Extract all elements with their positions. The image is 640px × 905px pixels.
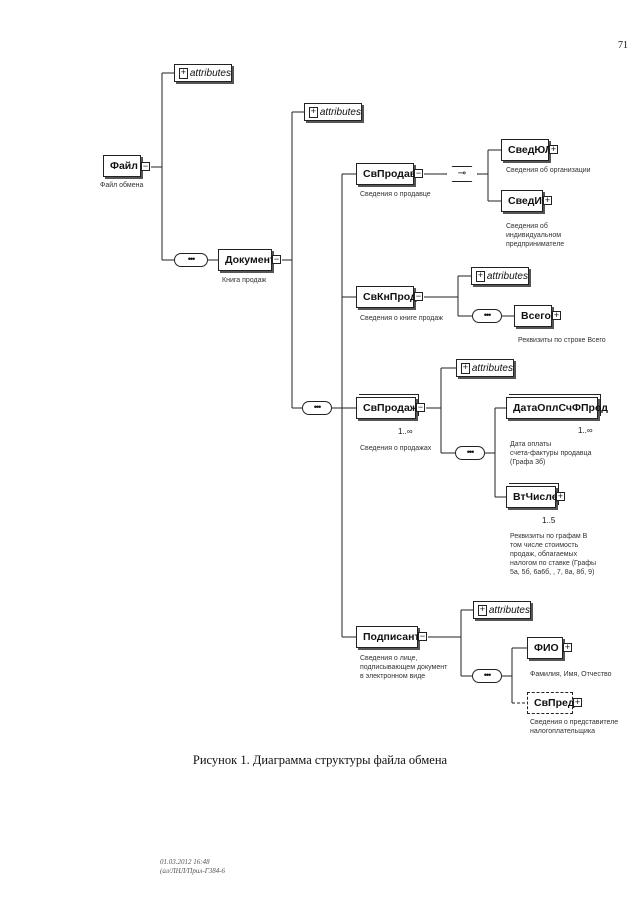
attributes-fayl[interactable]: +attributes: [174, 64, 232, 82]
sequence-svkniprod: •••: [472, 309, 502, 323]
node-podpisant-desc: Сведения о лице, подписывающем документ …: [360, 654, 447, 681]
node-svpred[interactable]: СвПред: [527, 692, 575, 714]
node-dokument-label: Документ: [225, 254, 276, 266]
node-dataopl-label: ДатаОплСчФПрод: [513, 402, 608, 414]
expand-icon[interactable]: +: [179, 66, 188, 79]
node-podpisant[interactable]: Подписант: [356, 626, 420, 648]
footer-line: 01.03.2012 16:48: [160, 858, 210, 866]
expand-icon[interactable]: +: [461, 361, 470, 374]
node-svprodazh[interactable]: СвПродаж: [356, 394, 419, 419]
node-vsego[interactable]: Всего: [514, 305, 552, 327]
node-svprodazh-mult: 1..∞: [398, 427, 413, 436]
desc-line: индивидуальном: [506, 232, 562, 239]
page-number: 71: [618, 40, 628, 51]
node-dataopl-desc: Дата оплаты счета-фактуры продавца (Граф…: [510, 440, 591, 467]
node-svprodav[interactable]: СвПродав: [356, 163, 417, 185]
expand-icon[interactable]: +: [309, 105, 318, 118]
node-svkniprod[interactable]: СвКнПрод: [356, 286, 417, 308]
attributes-label: attributes: [486, 270, 528, 282]
desc-line: налогом по ставке (Графы: [510, 560, 597, 567]
attributes-label: attributes: [189, 67, 231, 79]
desc-line: Сведения об: [506, 223, 548, 230]
collapse-toggle-icon[interactable]: −: [418, 631, 427, 641]
collapse-toggle-icon[interactable]: −: [414, 291, 423, 301]
node-svkniprod-label: СвКнПрод: [363, 291, 417, 303]
attributes-label: attributes: [319, 106, 361, 118]
node-svprodav-desc: Сведения о продавце: [360, 191, 431, 198]
node-fio-label: ФИО: [534, 642, 559, 654]
desc-line: счета-фактуры продавца: [510, 450, 592, 457]
node-vtchisle[interactable]: ВтЧисле: [506, 483, 559, 508]
attributes-dokument[interactable]: +attributes: [304, 103, 362, 121]
desc-line: (Графа 3б): [510, 459, 546, 466]
node-vsego-label: Всего: [521, 310, 551, 322]
node-fayl-desc: Файл обмена: [100, 182, 144, 189]
node-svprodav-label: СвПродав: [363, 168, 417, 180]
figure-caption: Рисунок 1. Диаграмма структуры файла обм…: [192, 753, 448, 767]
sequence-podpisant: •••: [472, 669, 502, 683]
collapse-toggle-icon[interactable]: −: [141, 161, 150, 171]
desc-line: в электронном виде: [360, 673, 426, 680]
expand-toggle-icon[interactable]: +: [563, 642, 572, 652]
node-svedyul-desc: Сведения об организации: [506, 167, 591, 174]
desc-line: предпринимателе: [506, 241, 565, 248]
expand-toggle-icon[interactable]: +: [573, 697, 582, 707]
expand-toggle-icon[interactable]: +: [556, 491, 565, 501]
node-vtchisle-desc: Реквизиты по графам В том числе стоимост…: [510, 532, 596, 577]
footer-line: (ал/ЛНЛ/Прил-Г384-6: [160, 867, 226, 875]
desc-line: продаж, облагаемых: [510, 551, 578, 558]
node-fayl[interactable]: Файл: [103, 155, 141, 177]
sequence-svprodazh: •••: [455, 446, 485, 460]
attributes-podpisant[interactable]: +attributes: [473, 601, 531, 619]
collapse-toggle-icon[interactable]: −: [272, 254, 281, 264]
desc-line: 5а, 5б, 6а6б, , 7, 8а, 8б, 9): [510, 569, 595, 576]
expand-toggle-icon[interactable]: +: [543, 195, 552, 205]
collapse-toggle-icon[interactable]: −: [416, 402, 425, 412]
desc-line: Реквизиты по графам В: [510, 533, 588, 540]
node-svedip[interactable]: СведИП: [501, 190, 550, 212]
node-vtchisle-label: ВтЧисле: [513, 491, 558, 503]
expand-icon[interactable]: +: [476, 269, 485, 282]
node-svpred-desc: Сведения о представителе налогоплательщи…: [530, 718, 618, 736]
attributes-svkniprod[interactable]: +attributes: [471, 267, 529, 285]
expand-toggle-icon[interactable]: +: [552, 310, 561, 320]
node-svedip-label: СведИП: [508, 195, 550, 207]
node-fayl-label: Файл: [110, 160, 138, 172]
node-vsego-desc: Реквизиты по строке Всего: [518, 337, 606, 344]
desc-line: Сведения о представителе: [530, 719, 619, 726]
node-dataopl-mult: 1..∞: [578, 426, 593, 435]
page-footer: 01.03.2012 16:48 (ал/ЛНЛ/Прил-Г384-6: [160, 858, 225, 876]
desc-line: подписывающем документ: [360, 664, 448, 671]
attributes-svprodazh[interactable]: +attributes: [456, 359, 514, 377]
node-dataopl[interactable]: ДатаОплСчФПрод: [506, 394, 608, 419]
node-dokument[interactable]: Документ: [218, 249, 276, 271]
node-svprodazh-label: СвПродаж: [363, 402, 418, 414]
attributes-label: attributes: [488, 604, 530, 616]
desc-line: Сведения о лице,: [360, 655, 418, 662]
node-vtchisle-mult: 1..5: [542, 516, 556, 525]
expand-icon[interactable]: +: [478, 603, 487, 616]
collapse-toggle-icon[interactable]: −: [414, 168, 423, 178]
desc-line: том числе стоимость: [510, 542, 579, 549]
node-dokument-desc: Книга продаж: [222, 277, 267, 284]
node-svedyul[interactable]: СведЮЛ: [501, 139, 553, 161]
node-podpisant-label: Подписант: [363, 631, 420, 643]
node-svedip-desc: Сведения об индивидуальном предпринимате…: [506, 222, 564, 249]
node-fio[interactable]: ФИО: [527, 637, 563, 659]
attributes-label: attributes: [471, 362, 513, 374]
choice-icon: ⊸: [446, 166, 478, 182]
desc-line: Дата оплаты: [510, 441, 552, 448]
node-fio-desc: Фамилия, Имя, Отчество: [530, 671, 612, 678]
sequence-fayl: •••: [174, 253, 208, 267]
desc-line: налогоплательщика: [530, 728, 596, 735]
node-svprodazh-desc: Сведения о продажах: [360, 445, 432, 452]
expand-toggle-icon[interactable]: +: [549, 144, 558, 154]
node-svedyul-label: СведЮЛ: [508, 144, 553, 156]
node-svpred-label: СвПред: [534, 697, 575, 709]
node-svkniprod-desc: Сведения о книге продаж: [360, 315, 443, 322]
sequence-dokument: •••: [302, 401, 332, 415]
